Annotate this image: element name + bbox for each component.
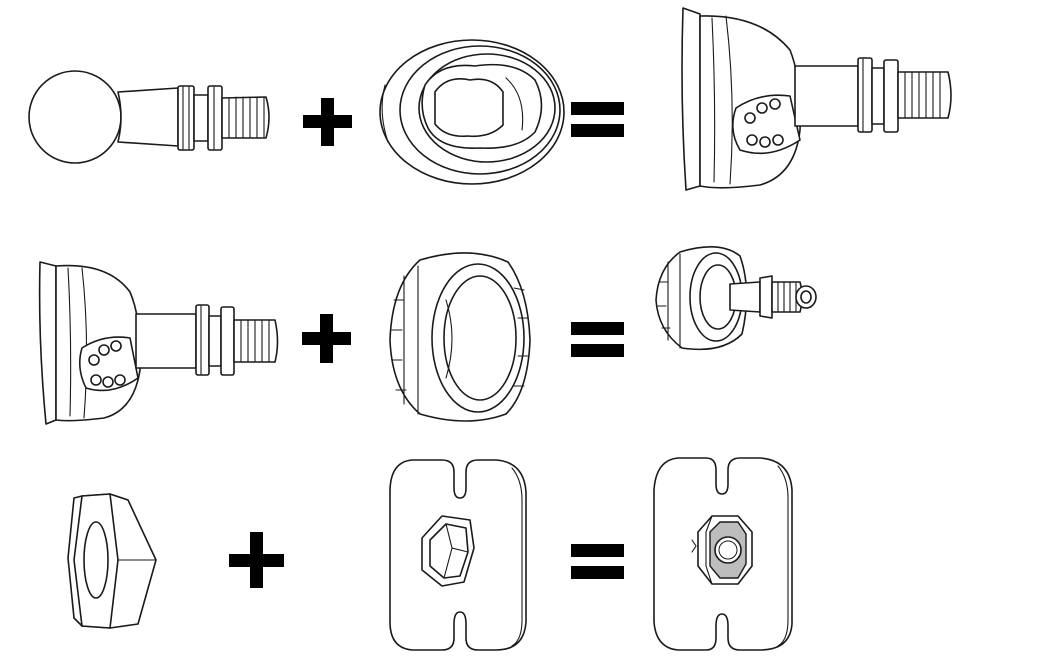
ball-joint-input-part — [38, 261, 279, 425]
collar-assembly-part — [655, 246, 817, 351]
hex-slot-plate-part — [389, 459, 527, 651]
equals-operator-row-3 — [571, 544, 624, 579]
plus-operator-row-2 — [302, 314, 351, 363]
assembled-ball-joint-part — [681, 7, 952, 191]
equals-operator-row-1 — [571, 102, 624, 137]
plus-operator-row-1 — [303, 98, 352, 146]
ball-stud-part — [28, 70, 270, 164]
equals-operator-row-2 — [571, 322, 624, 357]
plate-with-nut-part — [653, 457, 793, 651]
threaded-collar-part — [389, 252, 531, 422]
hex-nut-part — [67, 493, 157, 629]
plus-operator-row-3 — [229, 532, 284, 588]
socket-housing-part — [379, 39, 565, 185]
